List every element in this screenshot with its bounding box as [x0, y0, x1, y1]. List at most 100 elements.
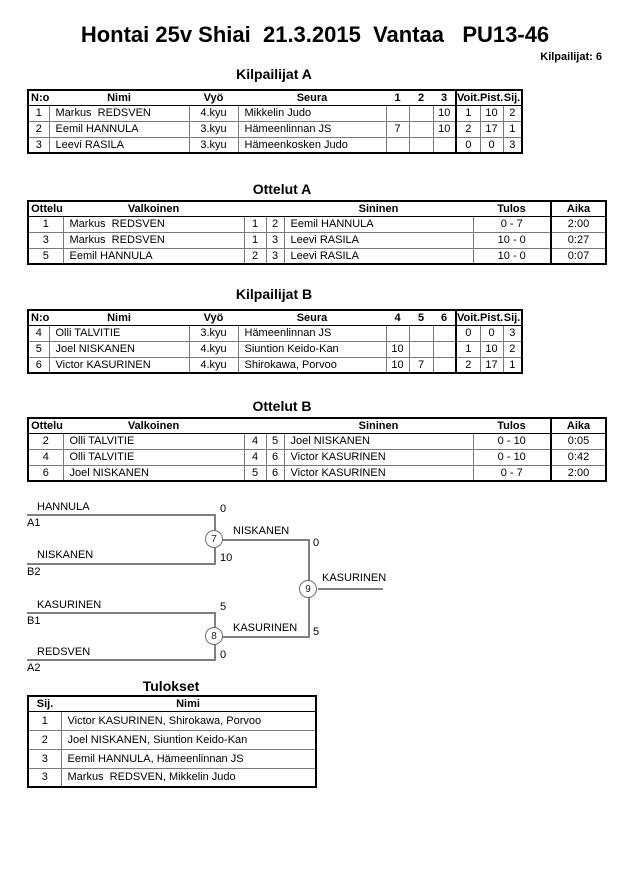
section-heading-pool-a: Kilpailijat A — [236, 66, 312, 82]
cell-place: 3 — [27, 748, 62, 769]
cell-no: 6 — [27, 356, 50, 374]
col-header-blue: Sininen — [284, 201, 473, 217]
cell-place: 2 — [27, 729, 62, 750]
col-header-m3: 6 — [433, 310, 456, 326]
bracket-seed-label: B2 — [27, 566, 41, 578]
pool-a-table: N:o Nimi Vyö Seura 1 2 3 Voit. Pist. Sij… — [27, 89, 523, 154]
col-header-place: Sij. — [503, 90, 522, 106]
table-row: 4 Olli TALVITIE 3.kyu Hämeenlinnan JS 0 … — [27, 324, 523, 342]
cell-belt: 3.kyu — [188, 136, 239, 154]
cell-time: 0:27 — [550, 231, 607, 249]
col-header-white-no — [244, 418, 266, 434]
bracket-seed-label: B1 — [27, 615, 41, 627]
section-heading-pool-b: Kilpailijat B — [235, 286, 313, 302]
cell-no: 2 — [27, 120, 50, 138]
bracket-line — [222, 636, 310, 638]
cell-name: Olli TALVITIE — [48, 324, 190, 342]
cell-blue-no: 6 — [265, 448, 285, 466]
bracket-winner-name: KASURINEN — [322, 572, 387, 584]
cell-score-3 — [432, 356, 457, 374]
page-title: Hontai 25v Shiai 21.3.2015 Vantaa PU13-4… — [80, 22, 550, 47]
cell-points: 0 — [479, 136, 504, 154]
bracket-competitor-name: REDSVEN — [37, 646, 91, 658]
cell-points: 10 — [479, 104, 504, 122]
cell-wins: 1 — [455, 104, 481, 122]
col-header-match: Ottelu — [28, 418, 63, 434]
col-header-club: Seura — [238, 90, 386, 106]
cell-belt: 3.kyu — [188, 120, 239, 138]
cell-points: 17 — [479, 120, 504, 138]
cell-match-no: 5 — [27, 247, 64, 265]
cell-wins: 1 — [455, 340, 481, 358]
cell-score-2 — [408, 104, 434, 122]
cell-club: Hämeenlinnan JS — [237, 324, 387, 342]
cell-blue-no: 5 — [265, 432, 285, 450]
cell-white-no: 2 — [243, 247, 267, 265]
cell-blue-no: 2 — [265, 215, 285, 233]
cell-time: 2:00 — [550, 215, 607, 233]
cell-club: Mikkelin Judo — [237, 104, 387, 122]
cell-blue-no: 3 — [265, 247, 285, 265]
cell-score-3 — [432, 340, 457, 358]
cell-white-no: 4 — [243, 432, 267, 450]
bracket-winner-name: NISKANEN — [233, 525, 290, 537]
cell-result: 10 - 0 — [472, 231, 552, 249]
col-header-points: Pist. — [480, 310, 504, 326]
cell-white-no: 1 — [243, 215, 267, 233]
cell-score-1: 7 — [385, 120, 410, 138]
cell-points: 10 — [479, 340, 504, 358]
cell-belt: 4.kyu — [188, 104, 239, 122]
matches-a-table: Ottelu Valkoinen Sininen Tulos Aika 1 Ma… — [27, 200, 607, 265]
col-header-match: Ottelu — [28, 201, 63, 217]
cell-place: 1 — [502, 120, 523, 138]
table-row: 5 Eemil HANNULA 2 3 Leevi RASILA 10 - 0 … — [27, 247, 607, 265]
col-header-time: Aika — [550, 418, 606, 434]
cell-result: 10 - 0 — [472, 247, 552, 265]
col-header-blue-no — [266, 201, 284, 217]
bracket-competitor-name: HANNULA — [37, 501, 90, 513]
bracket-seed-label: A2 — [27, 662, 41, 674]
cell-belt: 3.kyu — [188, 324, 239, 342]
bracket-score: 10 — [220, 552, 233, 564]
table-row: 3 Markus REDSVEN 1 3 Leevi RASILA 10 - 0… — [27, 231, 607, 249]
table-row: 6 Victor KASURINEN 4.kyu Shirokawa, Porv… — [27, 356, 523, 374]
cell-match-no: 2 — [27, 432, 64, 450]
table-header-row: Ottelu Valkoinen Sininen Tulos Aika — [28, 201, 606, 217]
cell-time: 0:42 — [550, 448, 607, 466]
cell-score-1 — [385, 136, 410, 154]
table-row: 3 Leevi RASILA 3.kyu Hämeenkosken Judo 0… — [27, 136, 523, 154]
col-header-belt: Vyö — [189, 90, 238, 106]
cell-score-3 — [432, 136, 457, 154]
col-header-m2: 5 — [409, 310, 433, 326]
col-header-time: Aika — [550, 201, 606, 217]
cell-time: 2:00 — [550, 464, 607, 482]
cell-result: 0 - 10 — [472, 432, 552, 450]
cell-score-1 — [385, 104, 410, 122]
cell-score-3: 10 — [432, 104, 457, 122]
table-row: 3 Markus REDSVEN, Mikkelin Judo — [27, 767, 317, 788]
col-header-m3: 3 — [433, 90, 456, 106]
matches-b-table: Ottelu Valkoinen Sininen Tulos Aika 2 Ol… — [27, 417, 607, 482]
table-header-row: N:o Nimi Vyö Seura 4 5 6 Voit. Pist. Sij… — [28, 310, 522, 326]
cell-match-no: 3 — [27, 231, 64, 249]
col-header-white: Valkoinen — [63, 418, 244, 434]
cell-wins: 2 — [455, 356, 481, 374]
cell-club: Hämeenlinnan JS — [237, 120, 387, 138]
cell-score-1 — [385, 324, 410, 342]
cell-score-2 — [408, 136, 434, 154]
table-header-row: Sij. Nimi — [28, 696, 316, 712]
table-row: 1 Victor KASURINEN, Shirokawa, Porvoo — [27, 710, 317, 731]
pool-b-table: N:o Nimi Vyö Seura 4 5 6 Voit. Pist. Sij… — [27, 309, 523, 374]
cell-name: Eemil HANNULA — [48, 120, 190, 138]
cell-belt: 4.kyu — [188, 356, 239, 374]
cell-match-no: 4 — [27, 448, 64, 466]
cell-place: 3 — [502, 324, 523, 342]
bracket-line — [27, 612, 216, 614]
cell-place: 2 — [502, 104, 523, 122]
cell-white-no: 1 — [243, 231, 267, 249]
col-header-white: Valkoinen — [63, 201, 244, 217]
cell-time: 0:05 — [550, 432, 607, 450]
cell-name: Markus REDSVEN, Mikkelin Judo — [60, 767, 317, 788]
section-heading-matches-a: Ottelut A — [252, 181, 312, 197]
